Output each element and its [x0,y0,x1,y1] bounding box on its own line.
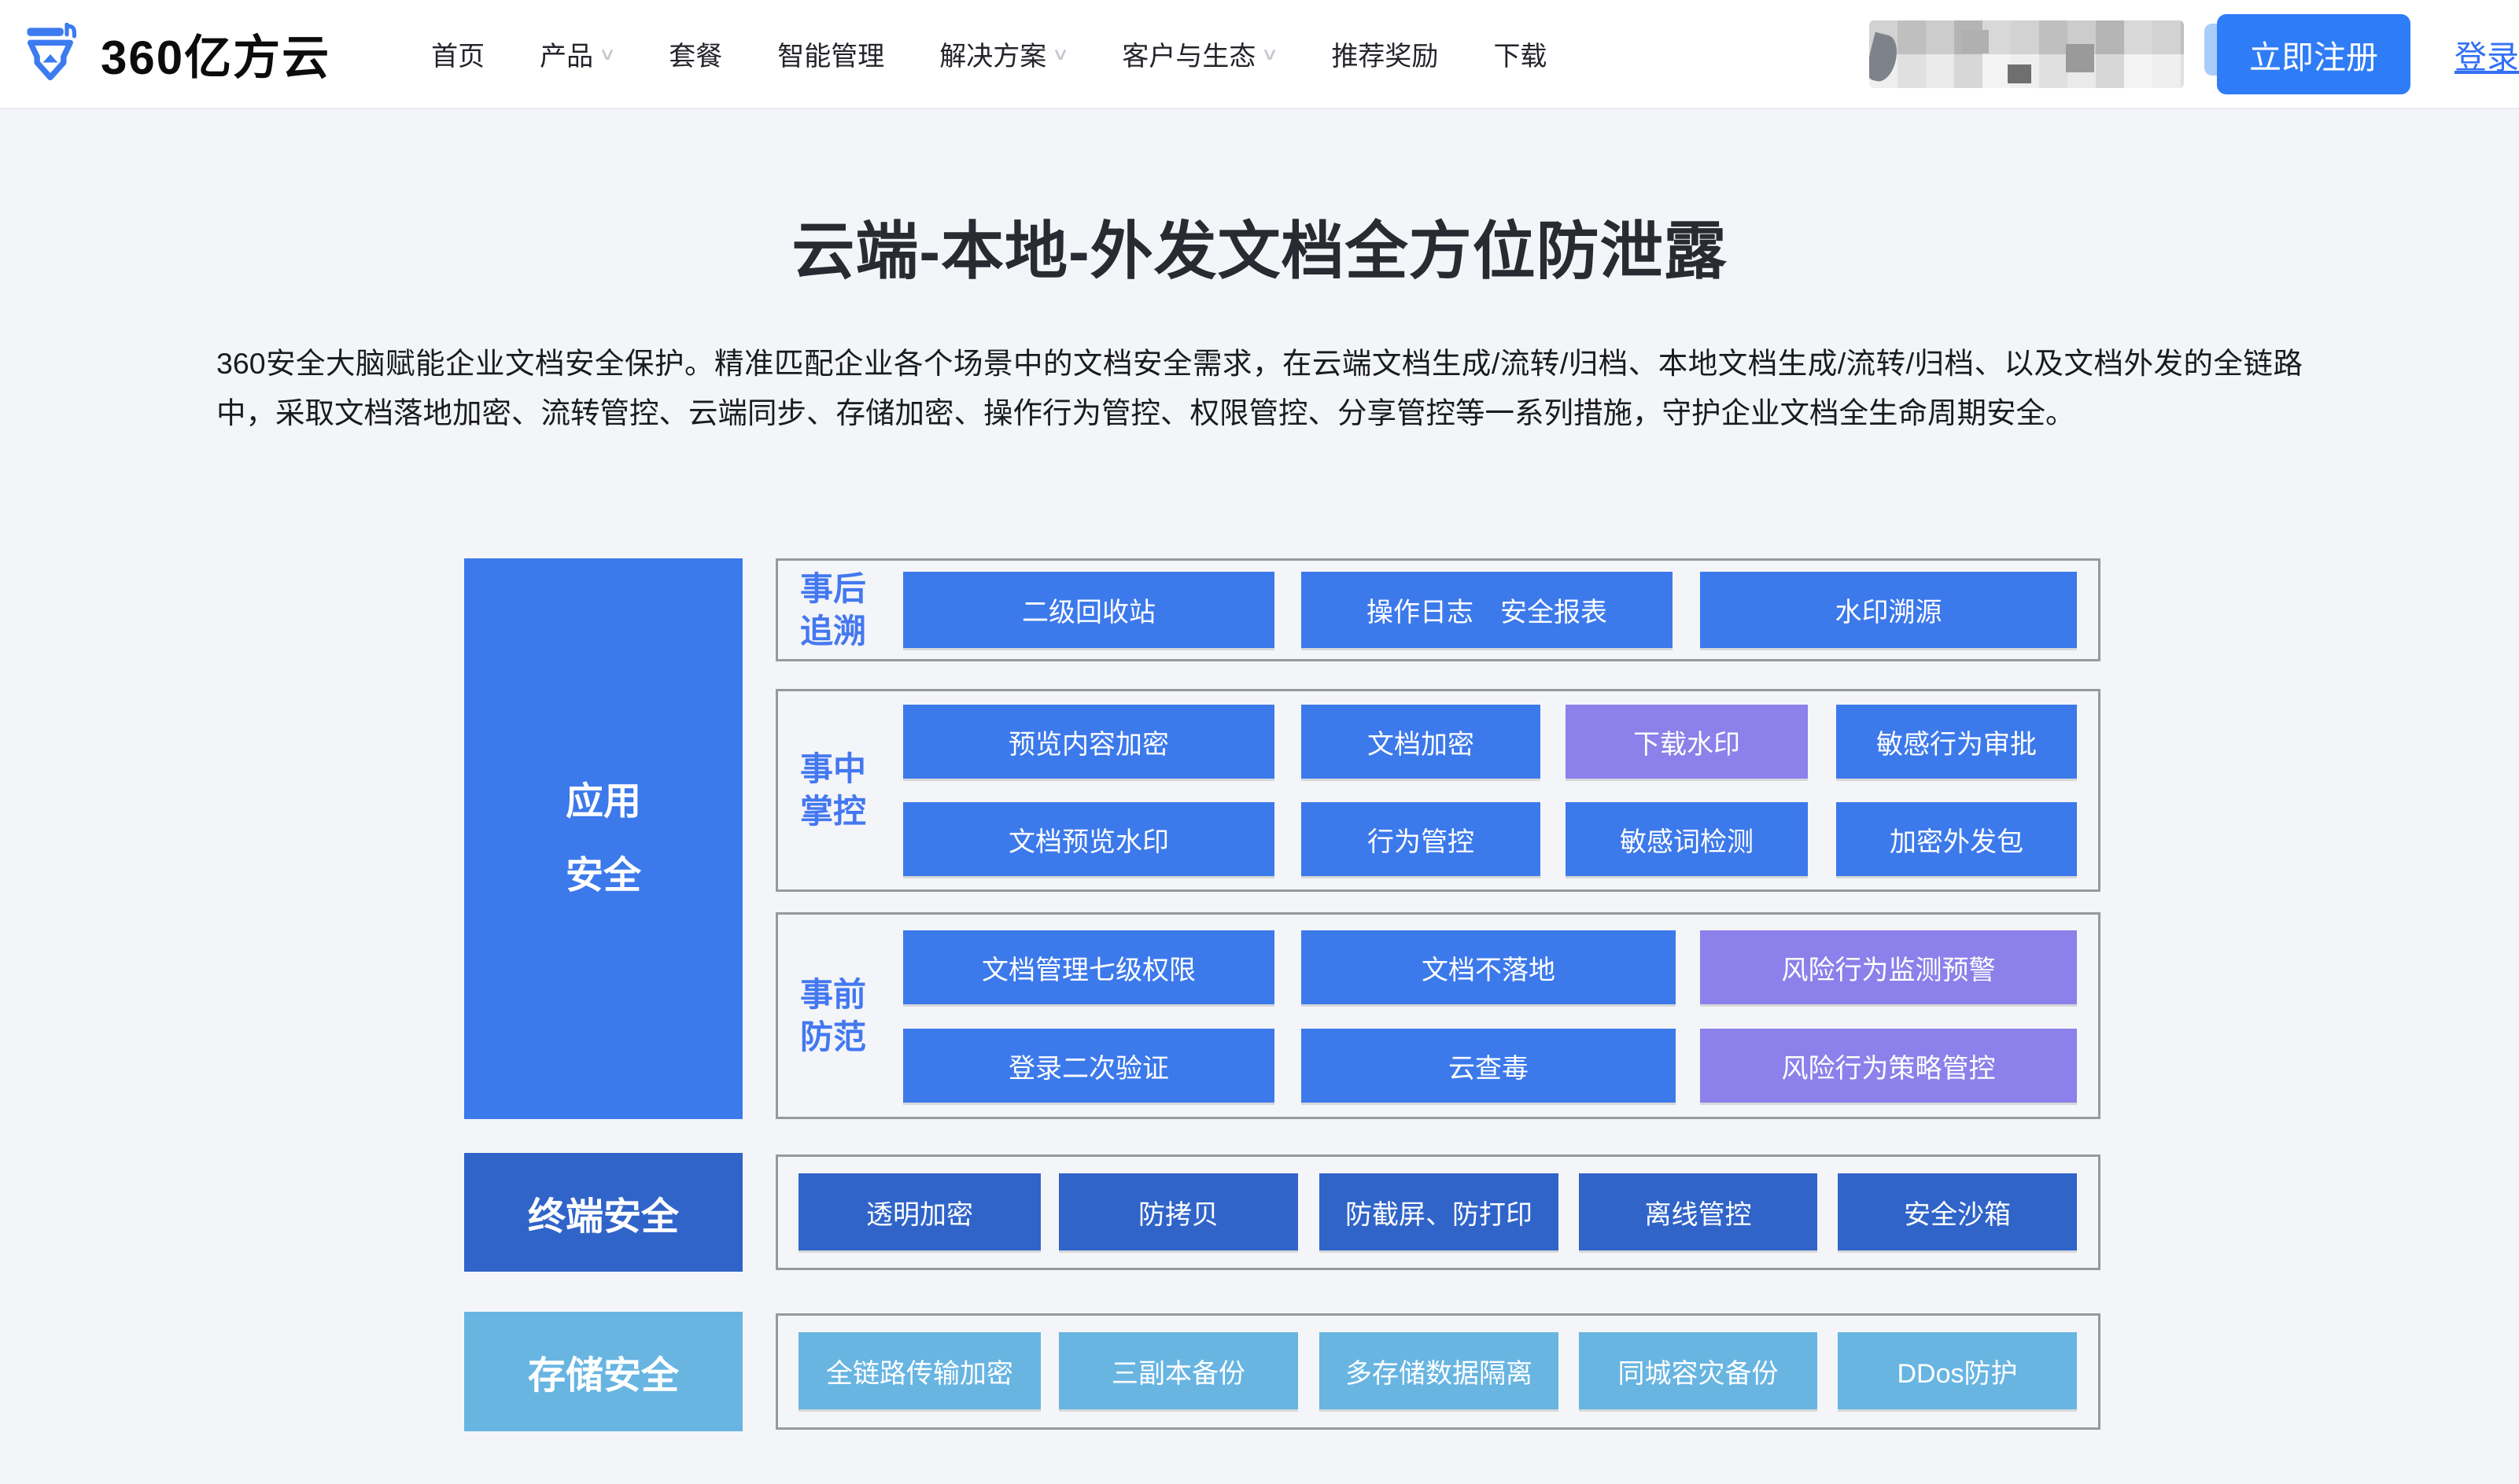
app-security-label: 应用 安全 [464,558,743,1119]
mosaic-blob [2066,43,2094,72]
feature-box-cloud-antivirus[interactable]: 云查毒 [1301,1029,1676,1103]
feature-box-offline-control[interactable]: 离线管控 [1579,1173,1817,1250]
label-line: 防范 [800,1018,867,1055]
feature-box-logs-reports[interactable]: 操作日志 安全报表 [1301,572,1673,648]
feature-box-full-link-encryption[interactable]: 全链路传输加密 [798,1332,1041,1409]
header-right-actions: 立即注册 登录 [1869,13,2519,94]
nav-label: 首页 [431,42,485,72]
main-nav: 首页 产品∨ 套餐 智能管理 解决方案∨ 客户与生态∨ 推荐奖励 下载 [431,35,1547,73]
nav-label: 客户与生态 [1122,42,1256,72]
nav-item-products[interactable]: 产品∨ [540,35,617,73]
mosaic-blob [1962,29,1989,53]
group-aftermath-label: 事后 追溯 [800,568,866,653]
storage-security-text: 存储安全 [527,1355,679,1397]
feature-box-download-watermark[interactable]: 下载水印 [1566,705,1808,779]
feature-box-ddos-protection[interactable]: DDos防护 [1838,1332,2077,1409]
group-prevention: 事前 防范 文档管理七级权限 文档不落地 风险行为监测预警 登录二次验证 云查毒… [776,912,2100,1119]
nav-label: 推荐奖励 [1331,42,1439,72]
register-button[interactable]: 立即注册 [2217,13,2410,94]
feature-box-watermark-trace[interactable]: 水印溯源 [1700,572,2077,648]
group-aftermath-trace: 事后 追溯 二级回收站 操作日志 安全报表 水印溯源 [776,558,2100,661]
nav-label: 智能管理 [777,42,885,72]
feature-box-behavior-control[interactable]: 行为管控 [1301,802,1540,876]
brand-name: 360亿方云 [101,31,331,84]
feature-box-same-city-disaster-backup[interactable]: 同城容灾备份 [1579,1332,1817,1409]
nav-item-plans[interactable]: 套餐 [669,35,722,73]
feature-box-doc-encryption[interactable]: 文档加密 [1301,705,1540,779]
storage-security-label: 存储安全 [464,1312,743,1431]
chevron-down-icon: ∨ [1261,43,1279,64]
login-link[interactable]: 登录 [2454,39,2519,75]
nav-label: 产品 [540,42,594,72]
nav-item-download[interactable]: 下载 [1493,35,1547,73]
nav-label: 套餐 [669,42,723,72]
feature-box-security-sandbox[interactable]: 安全沙箱 [1838,1173,2077,1250]
mosaic-blob [2008,64,2031,83]
group-storage-security: 全链路传输加密 三副本备份 多存储数据隔离 同城容灾备份 DDos防护 [776,1313,2100,1430]
app-security-line2: 安全 [565,854,641,897]
feature-box-transparent-encryption[interactable]: 透明加密 [798,1173,1041,1250]
terminal-security-text: 终端安全 [527,1195,679,1238]
feature-box-anti-screenshot-print[interactable]: 防截屏、防打印 [1319,1173,1558,1250]
feature-box-seven-level-permission[interactable]: 文档管理七级权限 [903,930,1274,1004]
feature-box-risk-monitoring[interactable]: 风险行为监测预警 [1700,930,2077,1004]
mosaic-blob [1869,31,1901,84]
nav-item-smart-management[interactable]: 智能管理 [777,35,884,73]
feature-box-recycle-bin[interactable]: 二级回收站 [903,572,1274,648]
feature-box-encrypted-outgoing[interactable]: 加密外发包 [1836,802,2077,876]
hero-section: 云端-本地-外发文档全方位防泄露 360安全大脑赋能企业文档安全保护。精准匹配企… [0,0,2519,438]
redacted-phone-mosaic [1869,20,2184,88]
hero-description: 360安全大脑赋能企业文档安全保护。精准匹配企业各个场景中的文档安全需求，在云端… [216,347,2303,429]
nav-item-home[interactable]: 首页 [431,35,485,73]
label-line: 事中 [800,750,867,787]
label-line: 掌控 [800,793,867,830]
nav-item-customers-ecosystem[interactable]: 客户与生态∨ [1122,35,1279,73]
security-architecture-diagram: 应用 安全 事后 追溯 二级回收站 操作日志 安全报表 水印溯源 事中 掌控 预… [464,558,2100,1433]
feature-box-preview-encryption[interactable]: 预览内容加密 [903,705,1274,779]
feature-box-preview-watermark[interactable]: 文档预览水印 [903,802,1274,876]
app-security-line1: 应用 [565,780,641,823]
nav-item-referral-rewards[interactable]: 推荐奖励 [1331,35,1438,73]
feature-box-three-replica-backup[interactable]: 三副本备份 [1059,1332,1298,1409]
feature-box-risk-policy-control[interactable]: 风险行为策略管控 [1700,1029,2077,1103]
feature-box-anti-copy[interactable]: 防拷贝 [1059,1173,1298,1250]
terminal-security-label: 终端安全 [464,1153,743,1272]
feature-box-sensitive-word-detect[interactable]: 敏感词检测 [1566,802,1808,876]
feature-box-no-local-storage[interactable]: 文档不落地 [1301,930,1676,1004]
group-in-process-control: 事中 掌控 预览内容加密 文档加密 下载水印 敏感行为审批 文档预览水印 行为管… [776,689,2100,892]
group-incontrol-label: 事中 掌控 [800,748,866,833]
page-title: 云端-本地-外发文档全方位防泄露 [791,216,1728,286]
chevron-down-icon: ∨ [598,43,617,64]
group-prevention-label: 事前 防范 [800,974,866,1059]
brand-shield-pen-icon [27,22,77,80]
brand-logo[interactable]: 360亿方云 [22,20,330,88]
chevron-down-icon: ∨ [1051,43,1070,64]
nav-label: 解决方案 [939,42,1047,72]
feature-box-two-factor-login[interactable]: 登录二次验证 [903,1029,1274,1103]
feature-box-multi-storage-isolation[interactable]: 多存储数据隔离 [1319,1332,1558,1409]
label-line: 追溯 [800,612,867,650]
feature-box-sensitive-approval[interactable]: 敏感行为审批 [1836,705,2077,779]
nav-item-solutions[interactable]: 解决方案∨ [939,35,1070,73]
label-line: 事前 [800,975,867,1013]
top-navigation-bar: 360亿方云 首页 产品∨ 套餐 智能管理 解决方案∨ 客户与生态∨ 推荐奖励 … [0,0,2519,109]
nav-label: 下载 [1493,42,1547,72]
label-line: 事后 [800,569,867,607]
group-terminal-security: 透明加密 防拷贝 防截屏、防打印 离线管控 安全沙箱 [776,1154,2100,1270]
